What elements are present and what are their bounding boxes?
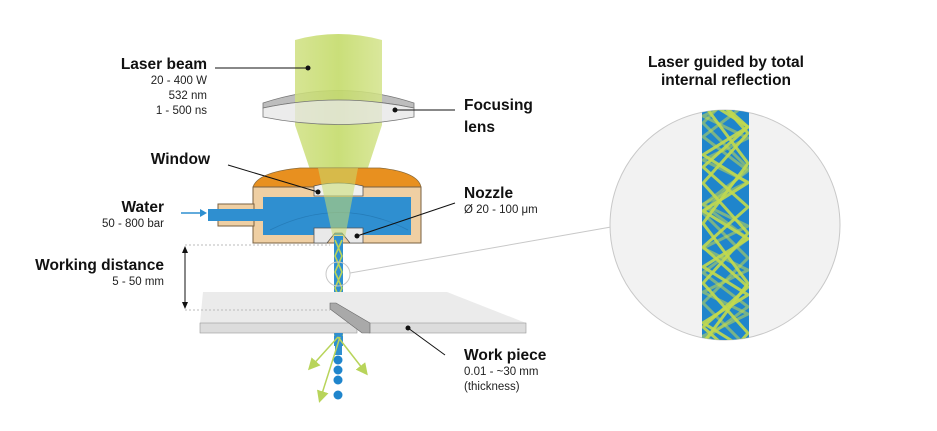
- reflection-ray: [702, 110, 749, 340]
- label-spec: 1 - 500 ns: [155, 105, 207, 117]
- label-work-piece: Work piece 0.01 - ~30 mm (thickness): [464, 347, 546, 395]
- label-spec: 0.01 - ~30 mm: [464, 366, 539, 378]
- droplet: [333, 390, 343, 400]
- reflection-ray: [702, 110, 749, 340]
- work-piece-left-edge: [199, 322, 358, 334]
- scatter-ray: [307, 336, 339, 371]
- label-laser-beam: Laser beam 20 - 400 W 532 nm 1 - 500 ns: [121, 56, 207, 119]
- label-window: Window: [151, 151, 210, 169]
- leader-work-piece: [407, 327, 446, 356]
- label-spec: 5 - 50 mm: [112, 276, 164, 288]
- inset-total-internal-reflection: [609, 109, 841, 341]
- label-title: Water: [121, 199, 165, 216]
- label-spec: 20 - 400 W: [150, 75, 207, 87]
- water-jet: [334, 236, 343, 346]
- label-working-distance: Working distance 5 - 50 mm: [35, 257, 164, 290]
- label-spec: 532 nm: [168, 90, 207, 102]
- label-spec: (thickness): [464, 381, 520, 393]
- water-inlet: [208, 209, 268, 221]
- leader-nozzle: [356, 202, 456, 237]
- work-piece-top: [200, 292, 526, 323]
- focusing-lens: [262, 99, 415, 125]
- scatter-ray: [337, 336, 368, 376]
- droplet: [333, 365, 343, 375]
- label-spec: Ø 20 - 100 μm: [464, 204, 538, 216]
- work-piece-right-edge: [368, 322, 527, 334]
- label-title: Nozzle: [464, 185, 514, 202]
- label-title: Work piece: [464, 347, 547, 364]
- label-title: internal reflection: [660, 72, 792, 89]
- label-water: Water 50 - 800 bar: [102, 199, 164, 232]
- label-inset-title: Laser guided by total internal reflectio…: [610, 54, 842, 90]
- reflection-ray: [702, 110, 749, 340]
- magnifier-line: [349, 226, 612, 274]
- label-title: Working distance: [35, 257, 164, 274]
- droplet: [333, 355, 343, 365]
- label-nozzle: Nozzle Ø 20 - 100 μm: [464, 185, 538, 218]
- magnifier-spot: [325, 261, 351, 287]
- leader-window: [227, 164, 319, 193]
- kerf-wall: [329, 302, 371, 334]
- label-spec: 50 - 800 bar: [101, 218, 164, 230]
- droplet: [333, 375, 343, 385]
- reflection-ray: [702, 110, 749, 340]
- label-title: Laser guided by total: [648, 54, 804, 71]
- label-title: Laser beam: [120, 56, 207, 73]
- label-title: lens: [464, 119, 496, 136]
- scatter-ray: [317, 336, 341, 403]
- label-focusing-lens: Focusing lens: [464, 97, 533, 137]
- label-title: Window: [150, 151, 210, 168]
- label-title: Focusing: [464, 97, 533, 114]
